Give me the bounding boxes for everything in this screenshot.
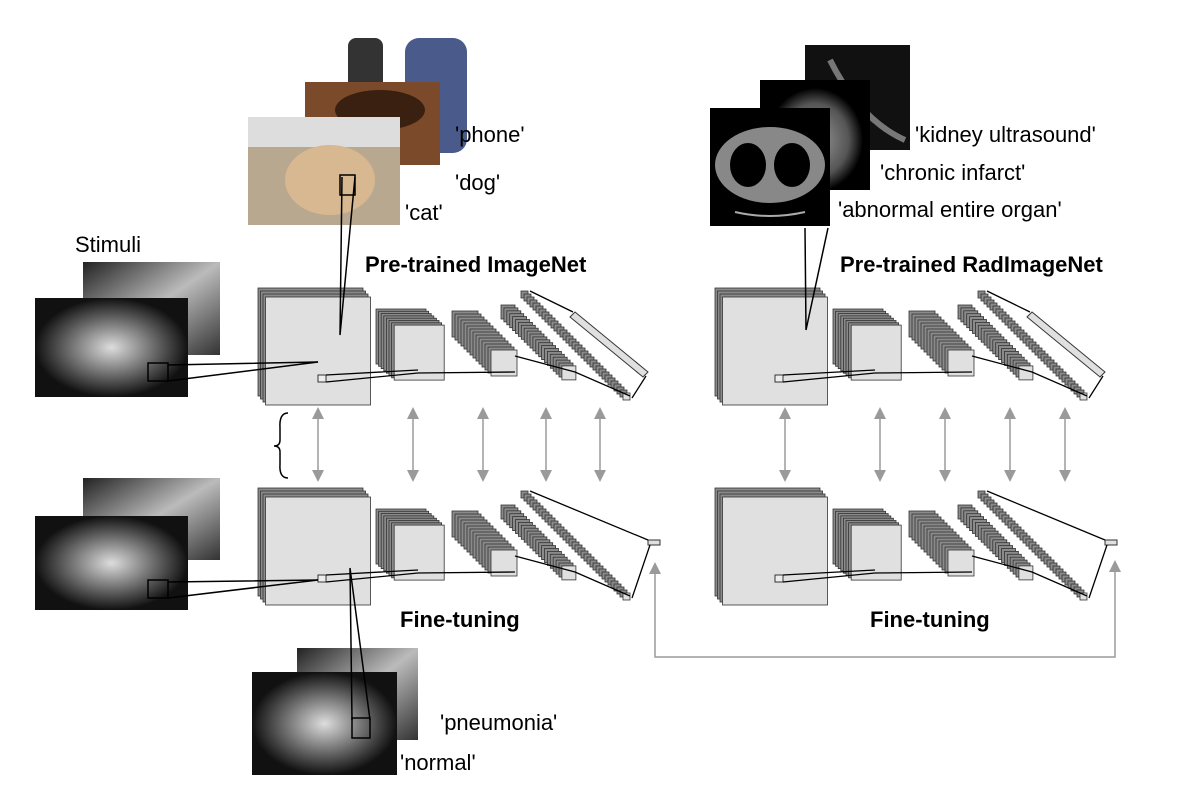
feature-map	[1079, 392, 1088, 401]
conv-layer-2	[832, 508, 902, 581]
stimuli-xrays-top	[35, 262, 220, 397]
stimuli-label: Stimuli	[75, 232, 141, 257]
feature-map	[561, 365, 577, 381]
feature-map	[850, 524, 902, 581]
feature-map	[1079, 592, 1088, 601]
class-label-cat: 'cat'	[405, 200, 443, 225]
conv-layer-5	[520, 290, 631, 401]
feature-map	[1018, 365, 1034, 381]
conv-layer-2	[375, 308, 445, 381]
correspondence-arrows	[312, 407, 1071, 482]
conv-layer-1	[257, 487, 371, 606]
class-label-normal: 'normal'	[400, 750, 476, 775]
receptive-field-lines	[782, 555, 1088, 597]
feature-map	[265, 496, 371, 606]
kernel	[774, 374, 784, 383]
conv-layer-1	[257, 287, 371, 406]
conv-layer-2	[832, 308, 902, 381]
class-label-kidney-ultrasound: 'kidney ultrasound'	[915, 122, 1096, 147]
radimagenet-finetuned-cnn	[714, 487, 1118, 606]
finetuning-left-title: Fine-tuning	[400, 607, 520, 632]
class-label-phone: 'phone'	[455, 122, 525, 147]
feature-map	[622, 392, 631, 401]
feature-map	[561, 565, 577, 581]
kernel	[317, 574, 327, 583]
layer-brace	[273, 412, 289, 479]
conv-layer-2	[375, 508, 445, 581]
kernel	[317, 374, 327, 383]
radimagenet-images	[710, 45, 910, 226]
feedback-arrow	[649, 560, 1121, 658]
feature-map	[265, 296, 371, 406]
dense-connections	[529, 490, 651, 599]
dense-connections	[986, 290, 1104, 399]
connector-lines	[167, 176, 829, 721]
conv-layer-4	[957, 304, 1034, 381]
feature-map	[850, 324, 902, 381]
imagenet-images	[248, 35, 470, 225]
class-label-abnormal-entire-organ: 'abnormal entire organ'	[838, 197, 1062, 222]
dense-layer	[569, 311, 649, 378]
receptive-field-lines	[325, 355, 631, 397]
radimagenet-pretrained-cnn	[714, 287, 1106, 406]
finetuning-right-title: Fine-tuning	[870, 607, 990, 632]
conv-layer-1	[714, 487, 828, 606]
kernel	[774, 574, 784, 583]
class-label-pneumonia: 'pneumonia'	[440, 710, 557, 735]
receptive-field-lines	[782, 355, 1088, 397]
feature-map	[393, 324, 445, 381]
conv-layer-3	[451, 510, 518, 577]
conv-layer-5	[977, 290, 1088, 401]
dense-layer	[1026, 311, 1106, 378]
feature-map	[622, 592, 631, 601]
class-label-chronic-infarct: 'chronic infarct'	[880, 160, 1025, 185]
feature-map	[393, 524, 445, 581]
receptive-field-lines	[325, 555, 631, 597]
conv-layer-5	[520, 490, 631, 601]
feature-map	[722, 296, 828, 406]
dense-layer	[1104, 539, 1118, 546]
dense-layer	[647, 539, 661, 546]
pretrained-imagenet-title: Pre-trained ImageNet	[365, 252, 587, 277]
pretrained-radimagenet-title: Pre-trained RadImageNet	[840, 252, 1104, 277]
imagenet-pretrained-cnn	[257, 287, 649, 406]
feature-map	[722, 496, 828, 606]
finetune-xrays	[252, 648, 418, 775]
feature-map	[1018, 565, 1034, 581]
stimuli-xrays-bottom	[35, 478, 220, 610]
class-label-dog: 'dog'	[455, 170, 500, 195]
conv-layer-4	[500, 504, 577, 581]
dense-connections	[529, 290, 647, 399]
imagenet-finetuned-cnn	[257, 487, 661, 606]
